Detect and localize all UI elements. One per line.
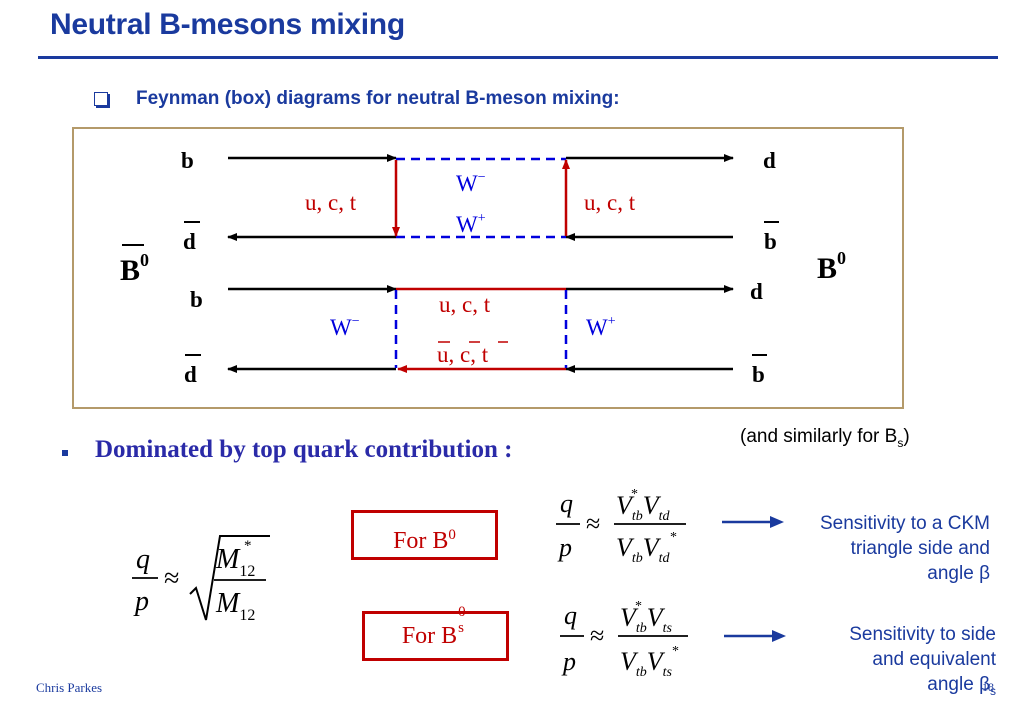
svg-text:≈: ≈ <box>164 563 179 594</box>
top-w-plus-label: W+ <box>456 211 486 237</box>
bottom-box-diagram: b d d b W− W+ u, c, t u, c, t <box>184 279 767 387</box>
sensitivity-b0-line2: triangle side and <box>850 538 990 559</box>
subheading: Feynman (box) diagrams for neutral B-mes… <box>136 88 620 109</box>
svg-text:p: p <box>561 647 576 676</box>
svg-text:≈: ≈ <box>590 621 604 650</box>
svg-text:p: p <box>133 586 149 617</box>
svg-text:VtbVtd: VtbVtd <box>616 491 671 524</box>
square-bullet-icon <box>62 450 68 456</box>
bot-quark-top-label: u, c, t <box>439 292 491 317</box>
page-title: Neutral B-mesons mixing <box>50 8 405 41</box>
bot-d-label: d <box>750 279 763 304</box>
svg-text:*: * <box>244 538 252 554</box>
svg-text:*: * <box>635 599 642 614</box>
dominated-heading: Dominated by top quark contribution : <box>95 436 513 463</box>
bot-quark-bottom-label: u, c, t <box>437 342 489 367</box>
formula-bs: q p ≈ VtbVts * VtbVts * <box>560 599 688 680</box>
sensitivity-bs-line1: Sensitivity to side <box>849 624 996 645</box>
b0bar-label: B0 <box>120 250 149 287</box>
formula-main: q p ≈ M12 * M12 <box>132 535 270 624</box>
top-quark-right-label: u, c, t <box>584 190 636 215</box>
svg-text:VtbVts: VtbVts <box>620 647 673 680</box>
svg-text:VtbVtd: VtbVtd <box>616 533 671 566</box>
svg-text:p: p <box>557 533 572 562</box>
sensitivity-b0: Sensitivity to a CKM triangle side and a… <box>760 511 990 586</box>
svg-text:q: q <box>560 489 573 518</box>
svg-text:VtbVts: VtbVts <box>620 603 673 636</box>
for-bs-box: For B 0 s <box>362 605 509 661</box>
top-w-minus-label: W− <box>456 170 486 196</box>
top-dbar-label: d <box>183 229 196 254</box>
checkbox-bullet-icon <box>94 92 108 106</box>
svg-text:q: q <box>564 601 577 630</box>
bot-bbar-label: b <box>752 362 765 387</box>
svg-text:*: * <box>631 487 638 502</box>
for-b0-box: For B0 <box>351 510 498 560</box>
sensitivity-bs-line2: and equivalent <box>872 649 996 670</box>
formula-b0: q p ≈ VtbVtd * VtbVtd * <box>556 487 686 566</box>
top-bbar-label: b <box>764 229 777 254</box>
sensitivity-bs-line3: angle βs <box>927 674 996 698</box>
b0-label: B0 <box>817 248 846 285</box>
svg-text:*: * <box>670 530 677 545</box>
svg-text:q: q <box>136 544 150 575</box>
arrow-bs-icon <box>724 630 786 642</box>
svg-text:*: * <box>672 644 679 659</box>
bot-dbar-label: d <box>184 362 197 387</box>
svg-text:M12: M12 <box>215 588 255 624</box>
top-b-label: b <box>181 148 194 173</box>
bot-b-label: b <box>190 287 203 312</box>
footer-page-number: 18 <box>982 680 994 694</box>
footer-author: Chris Parkes <box>36 680 103 695</box>
sensitivity-b0-line1: Sensitivity to a CKM <box>820 513 990 534</box>
svg-text:≈: ≈ <box>586 509 600 538</box>
arrow-b0-icon <box>722 516 784 528</box>
bot-w-minus-label: W− <box>330 314 360 340</box>
sensitivity-bs: Sensitivity to side and equivalent angle… <box>766 622 996 704</box>
top-box-diagram: b d d b W− W+ u, c, t u, c, t <box>181 148 779 254</box>
feynman-diagrams: b d d b W− W+ u, c, t u, c, t B0 B0 b d … <box>120 148 846 387</box>
bot-w-plus-label: W+ <box>586 314 616 340</box>
top-quark-left-label: u, c, t <box>305 190 357 215</box>
top-d-label: d <box>763 148 776 173</box>
similarly-note: (and similarly for Bs) <box>740 426 910 450</box>
title-underline <box>38 56 998 59</box>
sensitivity-b0-line3: angle β <box>927 563 990 584</box>
diagram-frame <box>72 127 904 409</box>
svg-text:M12: M12 <box>215 544 255 580</box>
